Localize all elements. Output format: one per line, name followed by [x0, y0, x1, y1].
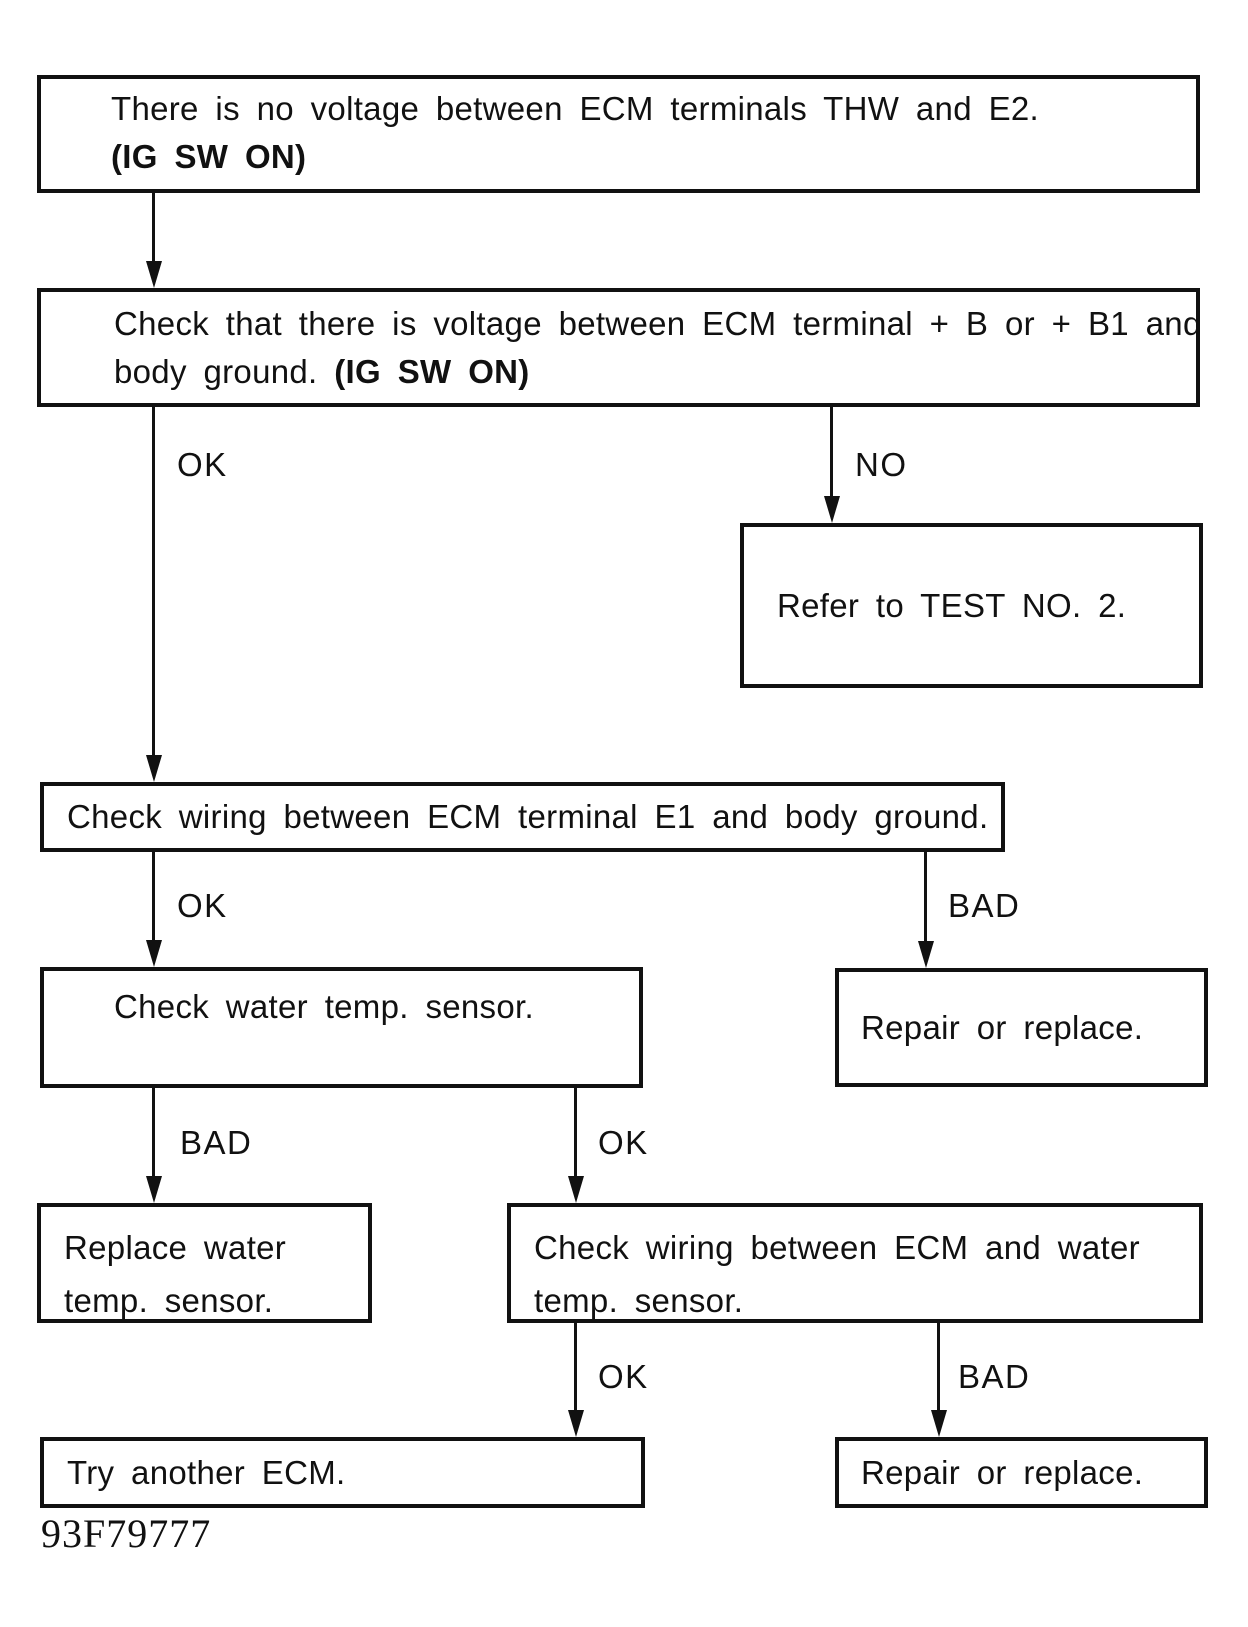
node-try-ecm: Try another ECM. — [40, 1437, 645, 1508]
arrowhead-down-icon — [146, 1176, 162, 1203]
try-ecm-text: Try another ECM. — [67, 1453, 346, 1491]
problem-condition: (IG SW ON) — [111, 138, 307, 175]
figure-code: 93F79777 — [41, 1511, 212, 1556]
check-voltage-text-line1: Check that there is voltage between ECM … — [114, 305, 1202, 342]
repair-or-replace-bottom-text: Repair or replace. — [861, 1453, 1144, 1491]
problem-text: There is no voltage between ECM terminal… — [111, 90, 1040, 127]
connector-ok-to-check-wiring-e1 — [152, 407, 155, 757]
arrowhead-down-icon — [146, 940, 162, 967]
branch-label-bad-2: BAD — [180, 1124, 253, 1161]
connector-ok-to-try-ecm — [574, 1323, 577, 1412]
arrowhead-down-icon — [931, 1410, 947, 1437]
branch-label-bad-3: BAD — [958, 1358, 1031, 1395]
arrowhead-down-icon — [824, 496, 840, 523]
check-wiring-sensor-text-line1: Check wiring between ECM and water — [534, 1229, 1140, 1266]
node-check-voltage: Check that there is voltage between ECM … — [37, 288, 1202, 407]
node-check-sensor: Check water temp. sensor. — [40, 967, 643, 1088]
check-voltage-text-line2-normal: body ground. — [114, 353, 335, 390]
connector-ok-to-check-wiring-sensor — [574, 1088, 577, 1178]
branch-label-ok-3: OK — [598, 1124, 649, 1161]
node-repair-or-replace-top: Repair or replace. — [835, 968, 1208, 1087]
arrowhead-down-icon — [146, 755, 162, 782]
branch-label-ok-4: OK — [598, 1358, 649, 1395]
connector-bad-to-repair-top — [924, 852, 927, 942]
connector-bad-to-replace-sensor — [152, 1088, 155, 1178]
node-check-wiring-e1: Check wiring between ECM terminal E1 and… — [40, 782, 1005, 852]
check-wiring-sensor-text-line2: temp. sensor. — [534, 1282, 744, 1319]
check-voltage-text-line2: body ground. (IG SW ON) — [114, 348, 1186, 396]
check-wiring-e1-text: Check wiring between ECM terminal E1 and… — [67, 798, 989, 835]
node-check-wiring-sensor: Check wiring between ECM and water temp.… — [507, 1203, 1203, 1323]
replace-sensor-text-line2: temp. sensor. — [64, 1282, 274, 1319]
connector-ok-to-check-sensor — [152, 852, 155, 942]
repair-or-replace-top-text: Repair or replace. — [861, 1008, 1144, 1046]
arrowhead-down-icon — [568, 1176, 584, 1203]
arrowhead-down-icon — [918, 941, 934, 968]
check-voltage-condition: (IG SW ON) — [334, 353, 530, 390]
connector-problem-to-check-voltage — [152, 193, 155, 263]
arrowhead-down-icon — [568, 1410, 584, 1437]
node-refer-test-2: Refer to TEST NO. 2. — [740, 523, 1203, 688]
node-replace-sensor: Replace water temp. sensor. — [37, 1203, 372, 1323]
node-repair-or-replace-bottom: Repair or replace. — [835, 1437, 1208, 1508]
branch-label-ok-1: OK — [177, 446, 228, 483]
branch-label-ok-2: OK — [177, 887, 228, 924]
connector-no-to-refer — [830, 407, 833, 498]
refer-test-2-text: Refer to TEST NO. 2. — [777, 586, 1127, 624]
connector-bad-to-repair-bottom — [937, 1323, 940, 1412]
branch-label-bad-1: BAD — [948, 887, 1021, 924]
replace-sensor-text-line1: Replace water — [64, 1229, 287, 1266]
node-problem-statement: There is no voltage between ECM terminal… — [37, 75, 1200, 193]
arrowhead-down-icon — [146, 261, 162, 288]
branch-label-no-1: NO — [855, 446, 908, 483]
check-sensor-text: Check water temp. sensor. — [114, 988, 534, 1025]
